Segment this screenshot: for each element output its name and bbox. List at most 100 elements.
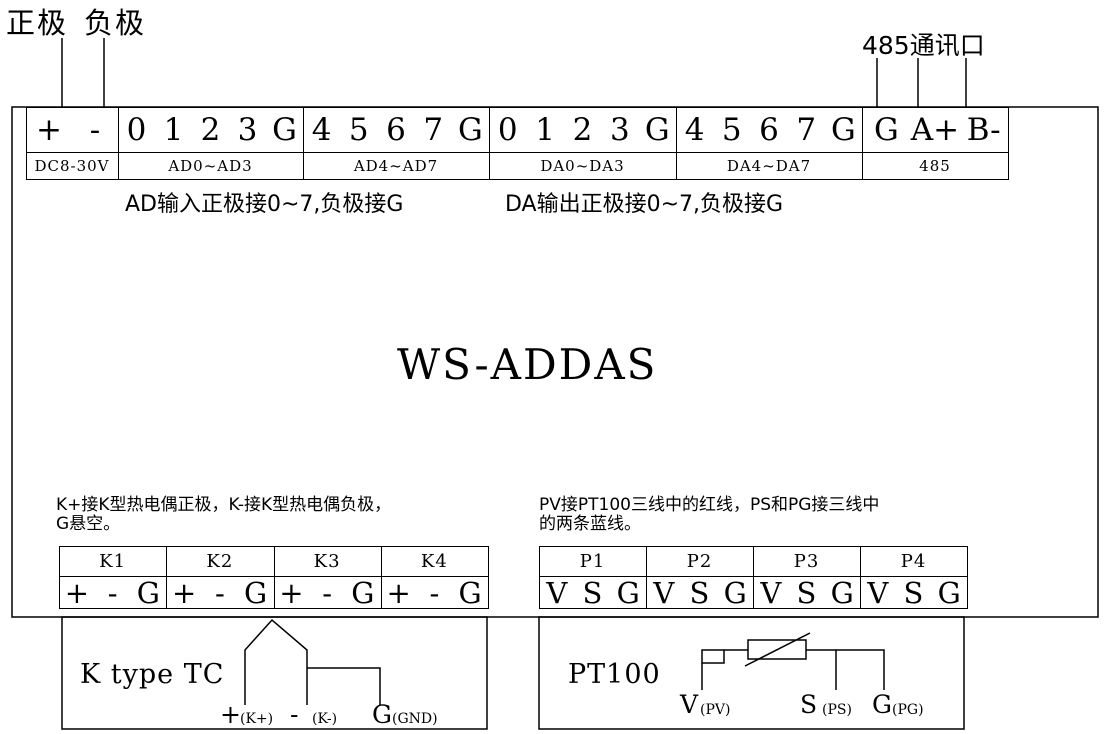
pt-s-sub: (PS) — [822, 702, 852, 718]
terminal-block-label: K4 — [420, 550, 448, 572]
terminal-group-label: 485 — [919, 157, 951, 175]
k-diagram-title: K type TC — [80, 659, 225, 690]
terminal-pin: G — [831, 111, 856, 148]
terminal-group — [862, 107, 1009, 180]
terminal-pin: G — [644, 111, 670, 148]
negative-label: 负极 — [84, 6, 147, 40]
k-note: K+接K型热电偶正极，K-接K型热电偶负极， G悬空。 — [56, 496, 391, 534]
terminal-block-label: K2 — [206, 550, 234, 572]
terminal-pin: 4 — [684, 111, 705, 148]
ad-note: AD输入正极接0~7,负极接G — [125, 192, 404, 217]
terminal-pin: V — [867, 575, 889, 610]
terminal-pin: 2 — [572, 111, 593, 148]
terminal-divider — [118, 152, 303, 153]
terminal-divider — [539, 576, 646, 577]
k-g-label: G — [372, 700, 392, 729]
terminal-pin: G — [458, 575, 482, 610]
terminal-pin: 5 — [721, 111, 742, 148]
pt-v-label: V — [680, 690, 699, 719]
terminal-group-label: DC8-30V — [34, 157, 110, 175]
terminal-divider — [380, 576, 488, 577]
k-plus-label: + — [220, 700, 241, 729]
terminal-pin: G — [723, 575, 747, 610]
terminal-divider — [59, 576, 167, 577]
device-name: WS-ADDAS — [397, 340, 658, 389]
terminal-pin: 1 — [535, 111, 555, 148]
terminal-divider — [862, 152, 1008, 153]
terminal-block-label: P3 — [793, 550, 820, 572]
p-note: PV接PT100三线中的红线，PS和PG接三线中 的两条蓝线。 — [539, 496, 879, 534]
terminal-pin: 4 — [311, 111, 332, 148]
terminal-divider — [303, 152, 489, 153]
terminal-pin: G — [873, 111, 899, 148]
terminal-divider — [860, 576, 967, 577]
terminal-pin: G — [351, 575, 375, 610]
terminal-divider — [753, 576, 860, 577]
terminal-block-label: K3 — [313, 550, 341, 572]
terminal-pin: V — [760, 575, 782, 610]
terminal-divider — [676, 152, 862, 153]
terminal-group-label: AD0~AD3 — [168, 157, 253, 175]
pt-g-label: G — [872, 690, 892, 719]
terminal-block — [380, 546, 489, 609]
terminal-pin: 0 — [126, 111, 147, 148]
k-minus-label: - — [290, 700, 299, 729]
terminal-pin: 6 — [759, 111, 779, 148]
pt-v-sub: (PV) — [700, 702, 731, 718]
terminal-pin: + — [279, 575, 304, 610]
terminal-pin: V — [653, 575, 675, 610]
terminal-pin: B- — [966, 111, 1001, 148]
terminal-divider — [26, 152, 118, 153]
terminal-pin: - — [429, 575, 440, 610]
terminal-block-label: K1 — [99, 550, 127, 572]
terminal-pin: + — [386, 575, 411, 610]
terminal-pin: 3 — [610, 111, 630, 148]
da-note: DA输出正极接0~7,负极接G — [505, 192, 784, 217]
terminal-block-label: P2 — [686, 550, 713, 572]
terminal-pin: 5 — [348, 111, 369, 148]
terminal-block-label: P1 — [579, 550, 606, 572]
terminal-pin: G — [244, 575, 268, 610]
terminal-pin: S — [582, 575, 603, 610]
terminal-group-label: DA0~DA3 — [540, 157, 625, 175]
pt-s-label: S — [800, 690, 818, 719]
k-plus-sub: (K+) — [240, 711, 274, 727]
terminal-pin: G — [272, 111, 297, 148]
k-minus-sub: (K-) — [312, 711, 338, 727]
p-note-line-2: 的两条蓝线。 — [539, 514, 641, 534]
thermocouple-junction — [244, 618, 308, 705]
pg-wire — [836, 649, 885, 690]
pt-g-sub: (PG) — [892, 702, 924, 718]
terminal-pin: S — [796, 575, 817, 610]
terminal-pin: - — [89, 111, 101, 148]
port-485-label: 485通讯口 — [862, 31, 985, 60]
terminal-group-label: AD4~AD7 — [353, 157, 439, 175]
terminal-divider — [273, 576, 381, 577]
terminal-pin: S — [689, 575, 710, 610]
terminal-pin: G — [458, 111, 483, 148]
terminal-pin: G — [616, 575, 640, 610]
ps-wire — [806, 649, 837, 690]
terminal-pin: + — [171, 575, 197, 610]
terminal-pin: - — [322, 575, 333, 610]
terminal-pin: 2 — [200, 111, 221, 148]
terminal-pin: 3 — [237, 111, 258, 148]
pv-loop — [701, 649, 725, 664]
terminal-pin: S — [903, 575, 924, 610]
resistor-variable-arrow — [744, 632, 811, 667]
terminal-pin: 0 — [497, 111, 518, 148]
terminal-block — [860, 546, 968, 609]
terminal-pin: 6 — [386, 111, 406, 148]
terminal-pin: 7 — [796, 111, 817, 148]
terminal-pin: + — [64, 575, 90, 610]
terminal-pin: 7 — [423, 111, 444, 148]
terminal-pin: A+ — [910, 111, 960, 148]
terminal-block-label: P4 — [900, 550, 927, 572]
terminal-group-label: DA4~DA7 — [726, 157, 812, 175]
pt-diagram-box — [538, 616, 965, 730]
terminal-divider — [166, 576, 274, 577]
terminal-pin: - — [214, 575, 225, 610]
k-note-line-2: G悬空。 — [56, 514, 121, 534]
terminal-pin: - — [107, 575, 118, 610]
p-note-line-1: PV接PT100三线中的红线，PS和PG接三线中 — [539, 495, 880, 515]
